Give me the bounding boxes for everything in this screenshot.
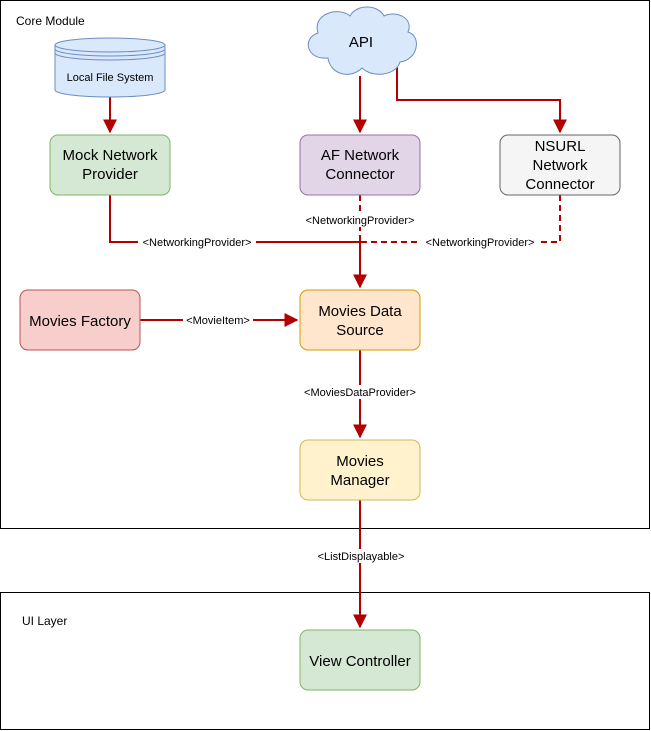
movies-factory-node: Movies Factory bbox=[19, 289, 141, 351]
movies-manager-label-line2: Manager bbox=[330, 472, 389, 489]
af-network-connector-node: AF Network Connector bbox=[299, 134, 421, 196]
nsurl-network-connector-node: NSURL Network Connector bbox=[499, 134, 621, 196]
mock-network-provider-node: Mock Network Provider bbox=[49, 134, 171, 196]
movies-data-source-label-line1: Movies Data bbox=[318, 303, 402, 320]
edge-label-datasource: <MoviesDataProvider> bbox=[304, 387, 416, 399]
movies-manager-label-line1: Movies bbox=[336, 453, 384, 470]
mock-network-provider-label-line1: Mock Network bbox=[62, 147, 158, 164]
view-controller-node: View Controller bbox=[299, 629, 421, 691]
movies-data-source-label-line2: Source bbox=[336, 322, 384, 339]
edge-api-to-nsurl bbox=[396, 64, 567, 134]
api-label: API bbox=[349, 34, 373, 51]
movies-factory-label: Movies Factory bbox=[29, 313, 131, 330]
movies-manager-node: Movies Manager bbox=[299, 439, 421, 501]
nsurl-network-connector-label-line3: Connector bbox=[525, 176, 594, 193]
edge-label-nsurl: <NetworkingProvider> bbox=[426, 237, 535, 249]
core-module-label: Core Module bbox=[16, 14, 85, 28]
local-file-system-node: Local File System bbox=[54, 37, 166, 98]
api-cloud-node: API bbox=[307, 6, 417, 75]
ui-layer-label: UI Layer bbox=[22, 614, 67, 628]
nsurl-network-connector-label-line1: NSURL bbox=[535, 138, 586, 155]
mock-network-provider-label-line2: Provider bbox=[82, 166, 138, 183]
nsurl-network-connector-label-line2: Network bbox=[532, 157, 588, 174]
af-network-connector-label-line1: AF Network bbox=[321, 147, 400, 164]
movies-data-source-node: Movies Data Source bbox=[299, 289, 421, 351]
edge-label-manager: <ListDisplayable> bbox=[318, 551, 405, 563]
af-network-connector-label-line2: Connector bbox=[325, 166, 394, 183]
local-file-system-label: Local File System bbox=[67, 72, 154, 84]
edge-label-af: <NetworkingProvider> bbox=[306, 215, 415, 227]
edge-label-factory: <MovieItem> bbox=[186, 315, 250, 327]
edge-label-mock: <NetworkingProvider> bbox=[143, 237, 252, 249]
view-controller-label: View Controller bbox=[309, 653, 410, 670]
